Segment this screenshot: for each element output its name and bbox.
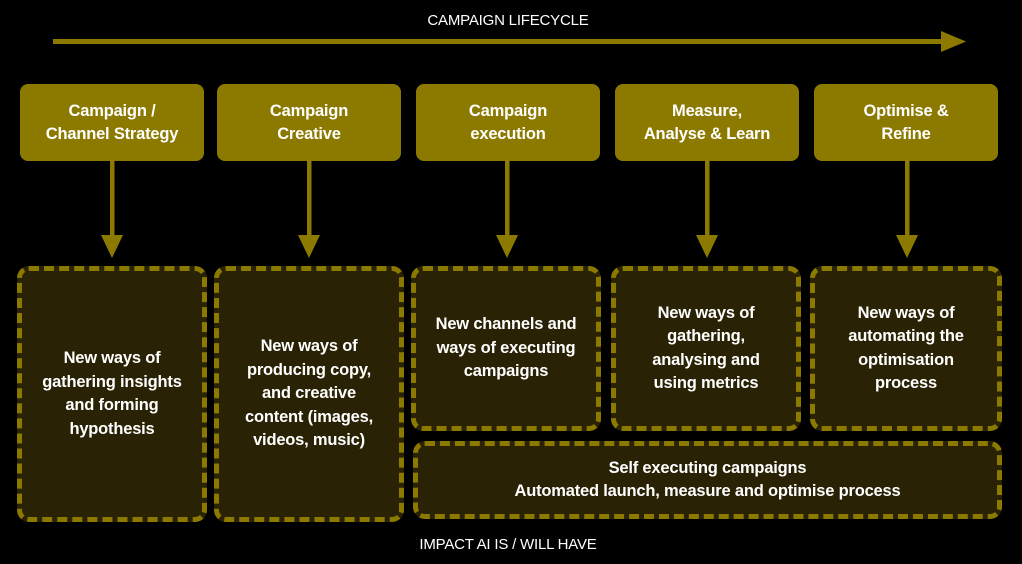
down-arrow-icon <box>101 161 123 258</box>
down-arrow-icon <box>298 161 320 258</box>
stage-box-execution: Campaign execution <box>416 84 600 161</box>
down-arrow-icon <box>696 161 718 258</box>
impact-footer-label: IMPACT AI IS / WILL HAVE <box>419 536 597 553</box>
impact-box-measure: New ways of gathering, analysing and usi… <box>611 266 801 431</box>
impact-box-self-executing: Self executing campaigns Automated launc… <box>413 441 1002 519</box>
impact-box-optimise: New ways of automating the optimisation … <box>810 266 1002 431</box>
self-executing-title: Self executing campaigns <box>608 459 807 477</box>
lifecycle-arrow-icon <box>53 31 966 52</box>
lifecycle-title: CAMPAIGN LIFECYCLE <box>427 12 589 29</box>
impact-box-execution: New channels and ways of executing campa… <box>411 266 601 431</box>
stage-box-creative: Campaign Creative <box>217 84 401 161</box>
down-arrow-icon <box>496 161 518 258</box>
impact-box-creative: New ways of producing copy, and creative… <box>214 266 404 522</box>
stage-box-strategy: Campaign / Channel Strategy <box>20 84 204 161</box>
stage-box-measure: Measure, Analyse & Learn <box>615 84 799 161</box>
impact-box-strategy: New ways of gathering insights and formi… <box>17 266 207 522</box>
self-executing-subtitle: Automated launch, measure and optimise p… <box>514 482 901 500</box>
stage-box-optimise: Optimise & Refine <box>814 84 998 161</box>
down-arrow-icon <box>896 161 918 258</box>
